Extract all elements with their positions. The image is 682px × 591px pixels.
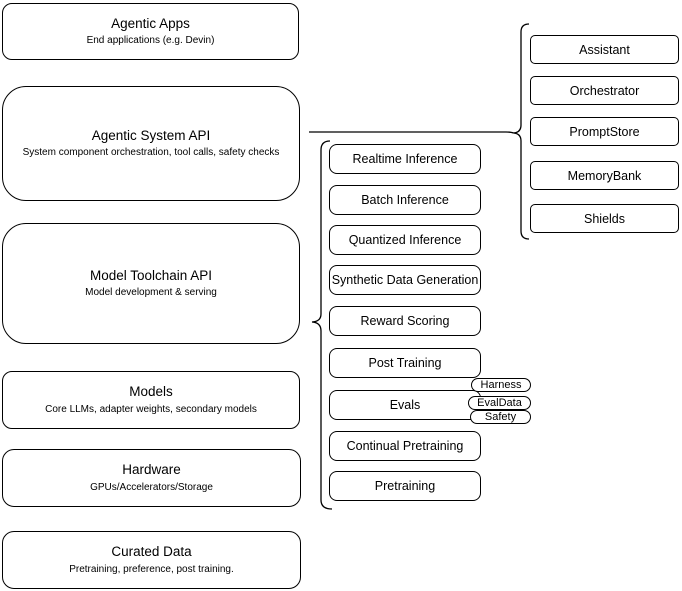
component-label: Assistant (579, 42, 630, 57)
system-api-connector-line (309, 131, 514, 134)
node-agentic-apps: Agentic Apps End applications (e.g. Devi… (2, 3, 299, 60)
node-subtitle: End applications (e.g. Devin) (86, 35, 215, 47)
node-subtitle: System component orchestration, tool cal… (22, 147, 280, 159)
node-title: Agentic System API (91, 127, 211, 143)
evals-tag-evaldata: EvalData (468, 396, 531, 410)
toolchain-item-label: Quantized Inference (348, 233, 462, 247)
evals-tag-label: Harness (480, 379, 522, 391)
evals-tag-harness: Harness (471, 378, 531, 392)
node-subtitle: Core LLMs, adapter weights, secondary mo… (45, 403, 257, 415)
node-model-toolchain-api: Model Toolchain API Model development & … (2, 223, 300, 344)
component-shields: Shields (530, 204, 679, 233)
toolchain-item-continual-pretraining: Continual Pretraining (329, 431, 481, 461)
toolchain-item-label: Post Training (368, 356, 442, 370)
toolchain-item-label: Continual Pretraining (346, 439, 464, 453)
node-title: Curated Data (111, 544, 192, 560)
toolchain-item-pretraining: Pretraining (329, 471, 481, 501)
component-assistant: Assistant (530, 35, 679, 64)
toolchain-item-evals: Evals (329, 390, 481, 420)
toolchain-item-quantized-inference: Quantized Inference (329, 225, 481, 255)
evals-tag-label: Safety (484, 411, 517, 423)
toolchain-item-label: Batch Inference (361, 193, 449, 207)
toolchain-item-label: Reward Scoring (360, 314, 450, 328)
node-subtitle: GPUs/Accelerators/Storage (90, 481, 213, 493)
node-title: Model Toolchain API (89, 267, 213, 283)
toolchain-item-label: Evals (389, 398, 421, 412)
node-title: Models (129, 384, 173, 400)
node-subtitle: Model development & serving (85, 287, 217, 299)
component-label: MemoryBank (567, 168, 642, 183)
toolchain-item-label: Synthetic Data Generation (331, 273, 479, 287)
evals-tag-label: EvalData (477, 397, 522, 409)
component-label: Orchestrator (569, 83, 640, 98)
node-title: Hardware (122, 462, 181, 478)
component-label: Shields (584, 211, 625, 226)
node-curated-data: Curated Data Pretraining, preference, po… (2, 531, 301, 589)
node-title: Agentic Apps (111, 15, 190, 31)
toolchain-item-post-training: Post Training (329, 348, 481, 378)
toolchain-brace (311, 140, 333, 510)
component-orchestrator: Orchestrator (530, 76, 679, 105)
toolchain-item-batch-inference: Batch Inference (329, 185, 481, 215)
component-promptstore: PromptStore (530, 117, 679, 146)
component-memorybank: MemoryBank (530, 161, 679, 190)
component-label: PromptStore (569, 124, 640, 139)
node-hardware: Hardware GPUs/Accelerators/Storage (2, 449, 301, 507)
toolchain-item-label: Pretraining (374, 479, 436, 493)
system-components-brace (513, 23, 530, 240)
node-agentic-system-api: Agentic System API System component orch… (2, 86, 300, 201)
evals-tag-safety: Safety (470, 410, 531, 424)
toolchain-item-label: Realtime Inference (352, 152, 458, 166)
toolchain-item-synthetic-data-generation: Synthetic Data Generation (329, 265, 481, 295)
node-subtitle: Pretraining, preference, post training. (69, 563, 234, 575)
toolchain-item-realtime-inference: Realtime Inference (329, 144, 481, 174)
toolchain-item-reward-scoring: Reward Scoring (329, 306, 481, 336)
node-models: Models Core LLMs, adapter weights, secon… (2, 371, 300, 429)
